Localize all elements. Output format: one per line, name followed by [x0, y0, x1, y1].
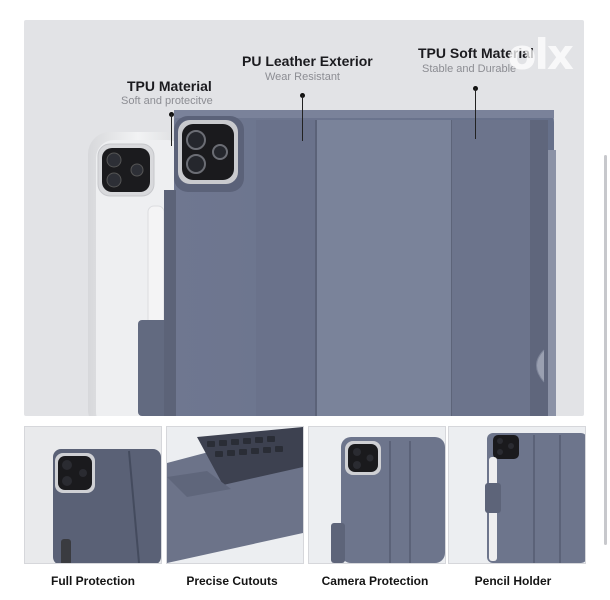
hero-product-illustration: [88, 110, 556, 416]
feature-thumb-full-protection: [24, 426, 162, 564]
hero-product-image: TPU Material Soft and protecitve PU Leat…: [24, 20, 584, 416]
callout-tpu-material-subtitle: Soft and protecitve: [121, 95, 213, 107]
feature-thumb-camera-protection: [308, 426, 446, 564]
callout-pu-leather-subtitle: Wear Resistant: [265, 71, 340, 83]
callout-tpu-material-title: TPU Material: [127, 78, 212, 94]
callout-tpu-soft-line: [475, 88, 476, 139]
callout-tpu-soft-subtitle: Stable and Durable: [422, 63, 517, 75]
callout-tpu-soft-title: TPU Soft Material: [418, 45, 534, 61]
feature-thumb-pencil-holder: [448, 426, 586, 564]
olx-watermark: olx: [507, 30, 574, 79]
callout-tpu-material-line: [171, 114, 172, 146]
caption-precise-cutouts: Precise Cutouts: [186, 574, 278, 588]
caption-pencil-holder: Pencil Holder: [474, 574, 552, 588]
caption-camera-protection: Camera Protection: [321, 574, 429, 588]
feature-thumb-precise-cutouts: [166, 426, 304, 564]
callout-pu-leather-line: [302, 95, 303, 141]
camera-module-icon: [97, 143, 155, 197]
pencil-holder-loop: [138, 320, 172, 416]
caption-full-protection: Full Protection: [51, 574, 135, 588]
scrollbar-thumb[interactable]: [604, 155, 607, 545]
callout-pu-leather-title: PU Leather Exterior: [242, 53, 373, 69]
